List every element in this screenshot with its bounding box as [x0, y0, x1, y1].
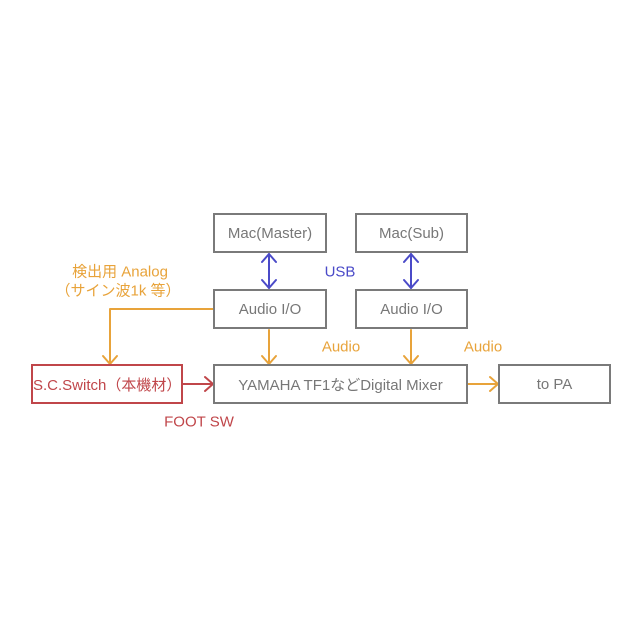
audio-io-1-box: Audio I/O	[213, 289, 327, 329]
mac-sub-box: Mac(Sub)	[355, 213, 468, 253]
pa-box: to PA	[498, 364, 611, 404]
analog-link	[102, 308, 215, 365]
pa-label: to PA	[536, 375, 573, 393]
mac-master-label: Mac(Master)	[227, 224, 313, 242]
audio-label-2: Audio	[463, 338, 503, 356]
audio-link-1	[261, 329, 277, 365]
analog-label-line2: （サイン波1k 等）	[55, 282, 181, 300]
analog-label-line1: 検出用 Analog	[72, 263, 168, 281]
usb-link-sub	[403, 253, 419, 289]
switch-box: S.C.Switch（本機材）	[31, 364, 183, 404]
mixer-box: YAMAHA TF1などDigital Mixer	[213, 364, 468, 404]
mac-sub-label: Mac(Sub)	[378, 224, 445, 242]
audio-io-2-label: Audio I/O	[380, 300, 443, 318]
audio-io-2-box: Audio I/O	[355, 289, 468, 329]
usb-label: USB	[324, 263, 356, 281]
switch-label: S.C.Switch（本機材）	[33, 376, 182, 394]
audio-link-2	[403, 329, 419, 365]
audio-link-pa	[466, 376, 499, 392]
usb-link-master	[261, 253, 277, 289]
foot-sw-label: FOOT SW	[164, 413, 234, 431]
audio-io-1-label: Audio I/O	[238, 300, 302, 318]
mac-master-box: Mac(Master)	[213, 213, 327, 253]
foot-sw-link	[181, 376, 214, 392]
mixer-label: YAMAHA TF1などDigital Mixer	[238, 376, 443, 394]
audio-label-1: Audio	[321, 338, 361, 356]
